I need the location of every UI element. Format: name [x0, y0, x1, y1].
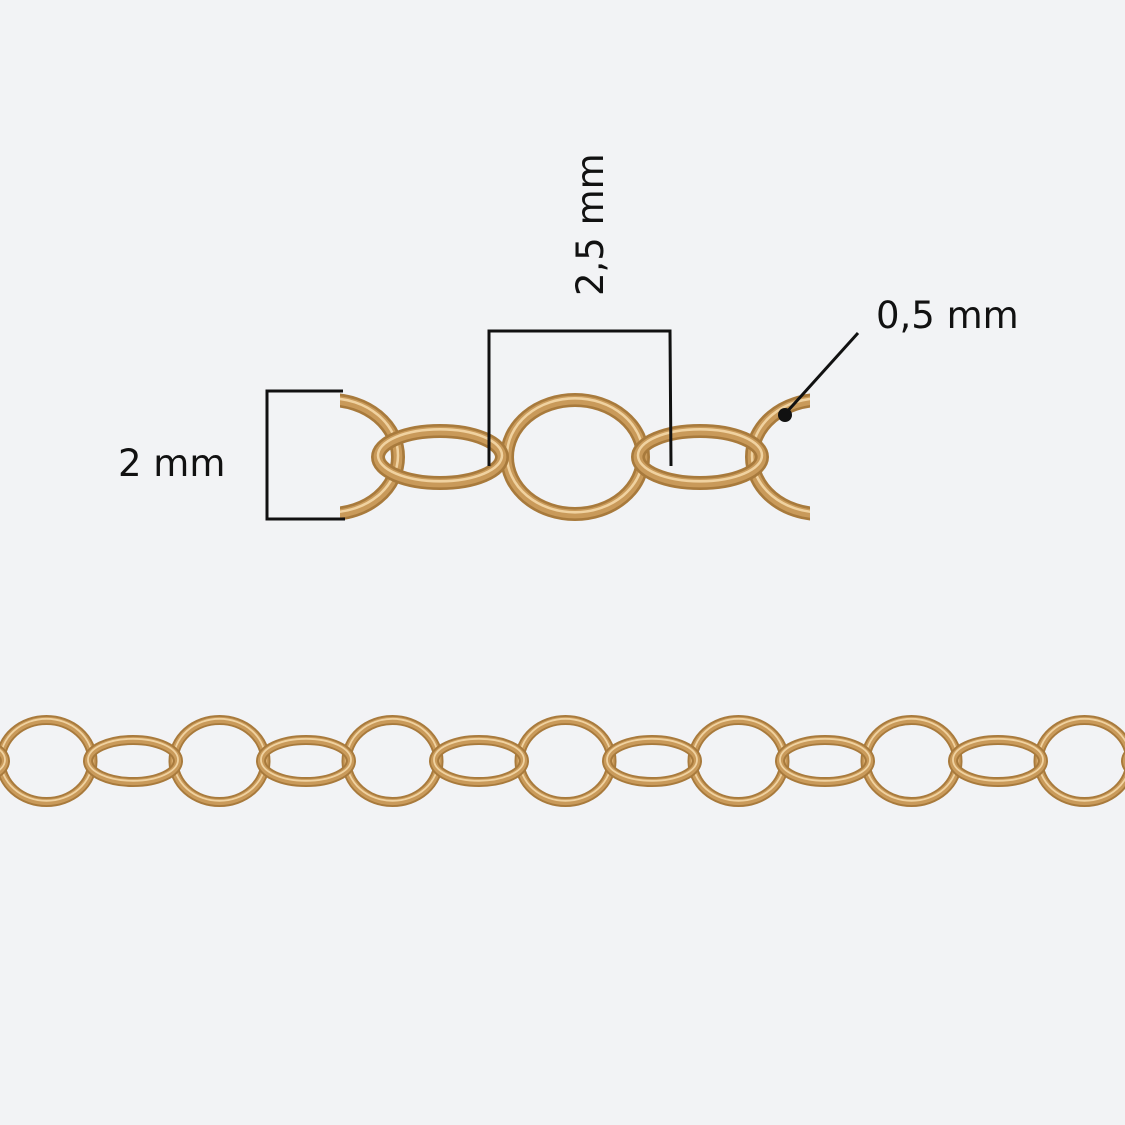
chain-closeup — [340, 393, 810, 521]
closeup-link — [745, 393, 810, 521]
length-label: 2,5 mm — [569, 153, 612, 296]
thickness-pointer-line — [783, 331, 860, 416]
closeup-link — [371, 424, 509, 490]
strand-link — [514, 715, 617, 807]
strand-link — [83, 735, 183, 787]
strand-link — [948, 735, 1048, 787]
height-bracket — [265, 389, 345, 521]
strand-link — [860, 715, 963, 807]
strand-link — [602, 735, 702, 787]
strand-link — [168, 715, 271, 807]
strand-link — [256, 735, 356, 787]
chain-strand — [0, 715, 1125, 807]
closeup-link — [340, 393, 405, 521]
strand-link — [0, 745, 10, 777]
closeup-link — [631, 424, 769, 490]
strand-link — [1033, 715, 1125, 807]
strand-link — [687, 715, 790, 807]
strand-link — [0, 715, 98, 807]
height-label: 2 mm — [118, 442, 225, 485]
strand-link — [775, 735, 875, 787]
thickness-label: 0,5 mm — [876, 294, 1019, 337]
strand-link — [341, 715, 444, 807]
thickness-pointer-dot — [778, 408, 792, 422]
closeup-link — [500, 393, 650, 521]
strand-link — [429, 735, 529, 787]
length-bracket — [487, 329, 673, 467]
